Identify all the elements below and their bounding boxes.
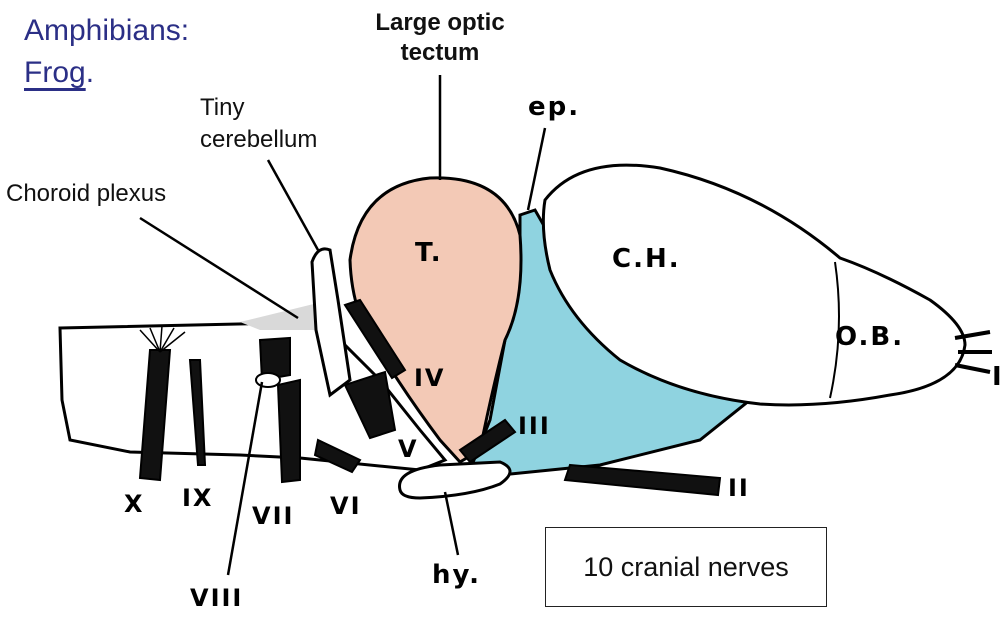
olfactory-nerve-strands [955, 332, 992, 372]
title-frog: Frog [24, 56, 86, 89]
title-line-1: Amphibians: [24, 10, 189, 52]
label-ch: C.H. [612, 244, 681, 274]
label-optic-tectum: Large optic tectum [330, 8, 550, 68]
nerve-rod-vii [278, 380, 300, 482]
label-optic-tectum-line1: Large optic [330, 8, 550, 38]
label-nerve-vii: VII [252, 502, 294, 530]
label-nerve-ii: II [728, 474, 750, 502]
label-hy: hy. [432, 560, 481, 590]
leader-hy [445, 492, 458, 555]
label-cerebellum-line1: Tiny [200, 92, 317, 124]
label-cerebellum-line2: cerebellum [200, 124, 317, 156]
slide-title: Amphibians: Frog. [24, 10, 189, 94]
label-nerve-ix: IX [182, 484, 213, 512]
label-nerve-vi: VI [330, 492, 362, 520]
label-nerve-x: X [124, 490, 145, 518]
label-nerve-viii: VIII [190, 584, 243, 612]
label-nerve-iii: III [518, 412, 551, 440]
label-ob: O.B. [835, 322, 904, 352]
label-choroid-plexus: Choroid plexus [6, 180, 166, 208]
label-optic-tectum-line2: tectum [330, 38, 550, 68]
label-nerve-iv: IV [414, 364, 446, 392]
nerve-rod-ii [565, 465, 720, 495]
title-line-2: Frog. [24, 52, 189, 94]
nerve-viii-cap [256, 373, 280, 387]
leader-choroid [140, 218, 298, 318]
leader-cerebellum [268, 160, 318, 250]
title-period: . [86, 56, 94, 89]
label-nerve-i: I [992, 362, 1004, 392]
leader-ep [528, 128, 545, 210]
label-cerebellum: Tiny cerebellum [200, 92, 317, 156]
label-nerve-v: V [398, 435, 419, 463]
label-t: T. [415, 238, 443, 268]
cranial-nerves-note: 10 cranial nerves [545, 527, 827, 607]
label-ep: ep. [528, 92, 580, 122]
